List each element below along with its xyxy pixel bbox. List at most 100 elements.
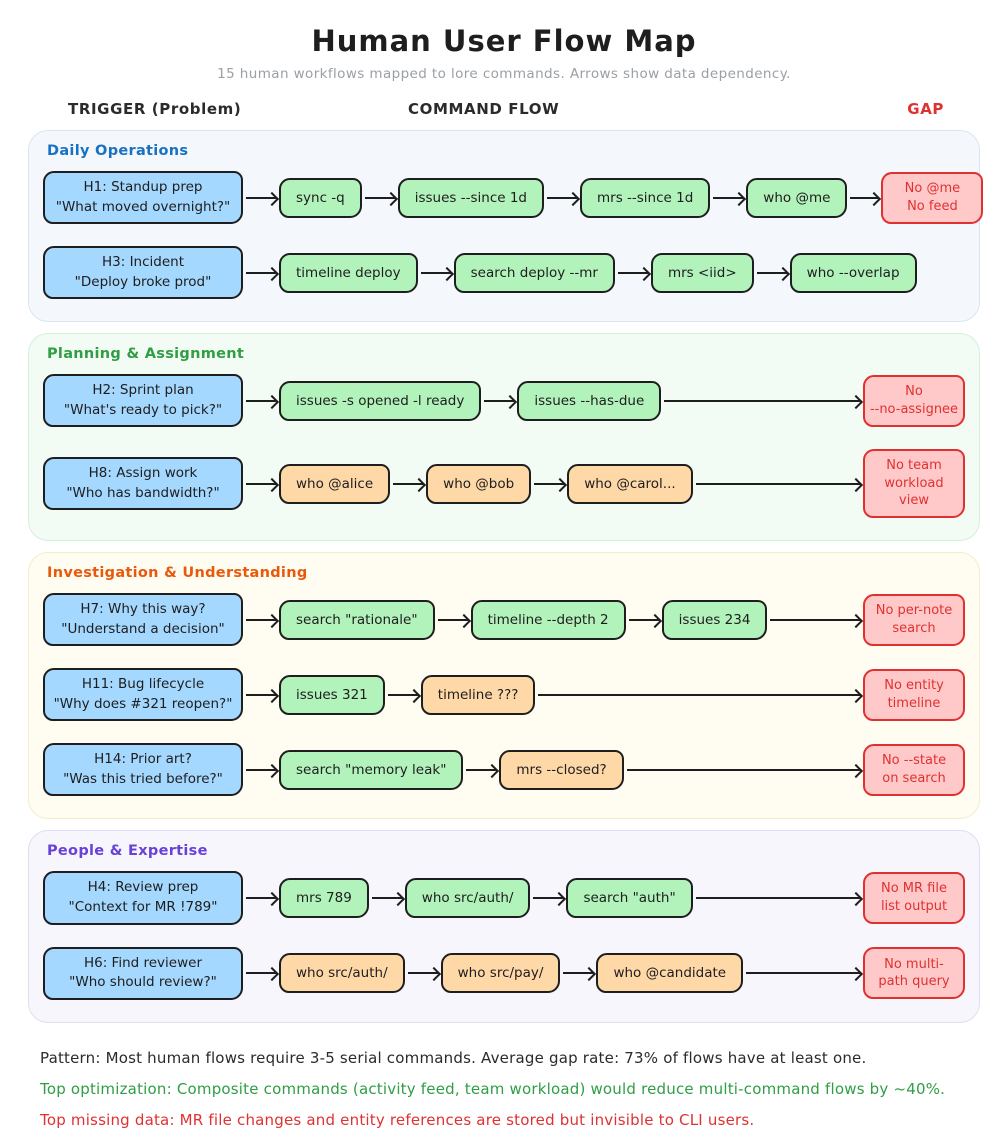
command-box: who src/auth/ — [404, 877, 531, 918]
arrow-connector — [628, 618, 659, 621]
footer-missing-data-note: Top missing data: MR file changes and en… — [40, 1110, 755, 1129]
arrow-connector — [850, 196, 879, 199]
flow-row-h1: H1: Standup prep "What moved overnight?"… — [43, 171, 984, 225]
trigger-title: H11: Bug lifecycle — [81, 676, 205, 693]
command-box: who src/auth/ — [279, 953, 405, 994]
arrow-connector — [746, 972, 860, 975]
trigger-quote: "What's ready to pick?" — [63, 401, 223, 418]
command-box: timeline ??? — [420, 674, 536, 715]
arrow-connector — [420, 271, 451, 274]
arrow-connector — [246, 768, 276, 771]
page-subtitle: 15 human workflows mapped to lore comman… — [217, 66, 791, 82]
footer-pattern-note: Pattern: Most human flows require 3-5 se… — [40, 1048, 867, 1067]
trigger-quote: "Context for MR !789" — [68, 898, 218, 915]
arrow-connector — [466, 768, 497, 771]
footer-notes: Pattern: Most human flows require 3-5 se… — [40, 1049, 968, 1129]
flow-row-h7: H7: Why this way? "Understand a decision… — [43, 593, 965, 647]
trigger-quote: "Deploy broke prod" — [74, 273, 212, 290]
page-title: Human User Flow Map — [311, 24, 697, 58]
trigger-box: H4: Review prep "Context for MR !789" — [43, 871, 243, 925]
arrow-connector — [246, 896, 276, 899]
command-box: timeline deploy — [279, 252, 418, 293]
flow-row-h8: H8: Assign work "Who has bandwidth?" who… — [43, 449, 965, 519]
trigger-quote: "Was this tried before?" — [63, 770, 223, 787]
gap-box: No multi- path query — [863, 947, 965, 1000]
flow-row-h6: H6: Find reviewer "Who should review?" w… — [43, 946, 965, 1000]
trigger-title: H1: Standup prep — [83, 179, 203, 195]
command-box: search deploy --mr — [453, 252, 615, 293]
arrow-connector — [713, 196, 744, 199]
arrow-connector — [246, 196, 276, 199]
command-box: mrs <iid> — [650, 252, 754, 293]
arrow-connector — [246, 482, 276, 485]
arrow-connector — [534, 482, 565, 485]
arrow-connector — [393, 482, 424, 485]
arrow-connector — [407, 972, 438, 975]
arrow-connector — [547, 196, 577, 199]
flow-row-h3: H3: Incident "Deploy broke prod" timelin… — [43, 246, 965, 300]
trigger-title: H3: Incident — [101, 254, 184, 271]
gap-box: No entity timeline — [863, 668, 965, 721]
arrow-connector — [770, 618, 860, 621]
command-box: issues 234 — [661, 599, 768, 640]
column-header-trigger: TRIGGER (Problem) — [68, 100, 242, 118]
arrow-connector — [246, 972, 276, 975]
trigger-quote: "Who has bandwidth?" — [66, 484, 220, 501]
arrow-connector — [664, 399, 860, 402]
arrow-connector — [246, 618, 276, 621]
trigger-box: H6: Find reviewer "Who should review?" — [43, 946, 243, 1000]
command-box: search "auth" — [566, 877, 693, 918]
trigger-title: H14: Prior art? — [94, 751, 192, 768]
section-daily-operations: Daily Operations H1: Standup prep "What … — [28, 130, 984, 323]
section-investigation-understanding: Investigation & Understanding H7: Why th… — [28, 552, 980, 820]
command-box: issues --has-due — [517, 380, 662, 421]
arrow-connector — [533, 896, 564, 899]
trigger-box: H2: Sprint plan "What's ready to pick?" — [43, 374, 243, 428]
gap-box: No --state on search — [863, 743, 965, 796]
arrow-connector — [617, 271, 648, 274]
gap-box: No per-note search — [863, 593, 965, 646]
command-box: sync -q — [279, 177, 362, 218]
section-label: People & Expertise — [47, 843, 208, 860]
flow-row-h4: H4: Review prep "Context for MR !789" mr… — [43, 871, 965, 925]
arrow-connector — [364, 196, 395, 199]
trigger-quote: "What moved overnight?" — [55, 198, 231, 215]
command-box: search "memory leak" — [279, 749, 464, 790]
trigger-box: H11: Bug lifecycle "Why does #321 reopen… — [43, 668, 243, 722]
column-header-command-flow: COMMAND FLOW — [408, 100, 560, 118]
command-box: mrs --closed? — [499, 749, 624, 790]
trigger-title: H6: Find reviewer — [83, 954, 203, 971]
arrow-connector — [246, 271, 276, 274]
section-people-expertise: People & Expertise H4: Review prep "Cont… — [28, 830, 980, 1023]
trigger-title: H4: Review prep — [87, 879, 199, 896]
trigger-box: H3: Incident "Deploy broke prod" — [43, 246, 243, 300]
command-box: mrs --since 1d — [580, 177, 711, 218]
command-box: who --overlap — [789, 252, 917, 293]
trigger-quote: "Why does #321 reopen?" — [53, 695, 233, 712]
flow-row-h2: H2: Sprint plan "What's ready to pick?" … — [43, 374, 965, 428]
arrow-connector — [437, 618, 468, 621]
gap-box: No team workload view — [863, 449, 965, 519]
arrow-connector — [756, 271, 787, 274]
flow-row-h11: H11: Bug lifecycle "Why does #321 reopen… — [43, 668, 965, 722]
trigger-box: H7: Why this way? "Understand a decision… — [43, 593, 243, 647]
section-label: Daily Operations — [47, 143, 189, 159]
command-box: issues -s opened -l ready — [279, 380, 482, 421]
command-box: who @candidate — [596, 953, 744, 994]
flow-row-h14: H14: Prior art? "Was this tried before?"… — [43, 743, 965, 797]
column-header-gap: GAP — [907, 100, 944, 118]
section-label: Planning & Assignment — [47, 346, 245, 363]
trigger-quote: "Who should review?" — [69, 974, 217, 991]
arrow-connector — [626, 768, 860, 771]
command-box: timeline --depth 2 — [470, 599, 626, 640]
command-box: who @alice — [279, 463, 391, 504]
arrow-connector — [538, 693, 860, 696]
arrow-connector — [695, 896, 860, 899]
flow-map-page: Human User Flow Map 15 human workflows m… — [0, 24, 1008, 1129]
command-box: who @carol... — [567, 463, 693, 504]
gap-box: No --no-assignee — [863, 374, 965, 427]
arrow-connector — [563, 972, 594, 975]
gap-box: No MR file list output — [863, 871, 965, 924]
trigger-box: H8: Assign work "Who has bandwidth?" — [43, 457, 243, 511]
command-box: mrs 789 — [279, 877, 369, 918]
